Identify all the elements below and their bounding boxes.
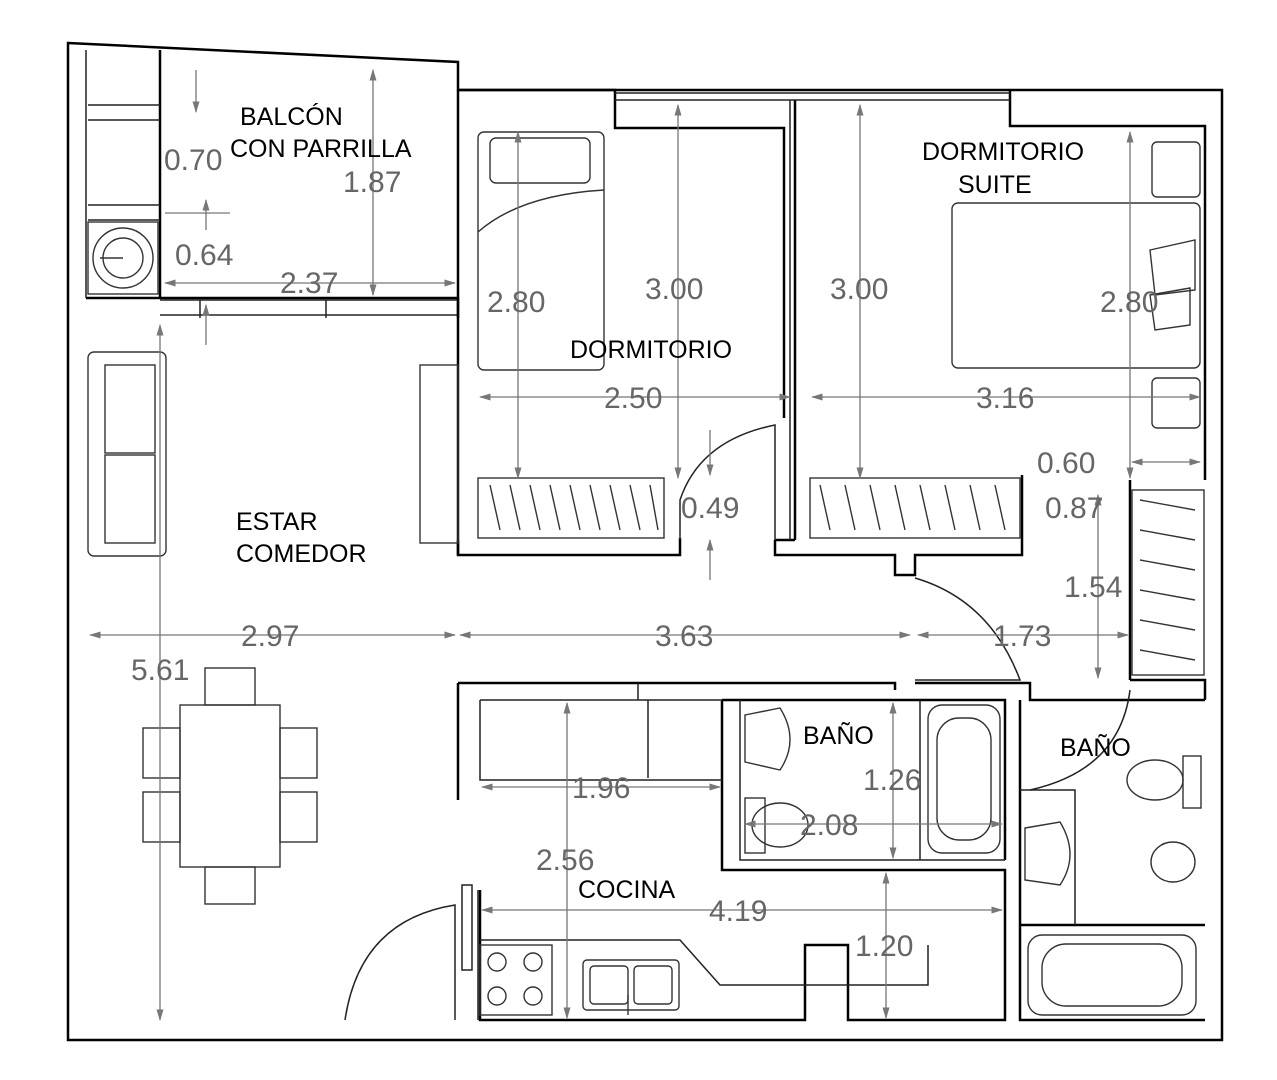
dim-label: 0.49 [681,492,739,525]
dimension-labels: 0.70 1.87 0.64 2.37 2.80 3.00 2.50 3.00 … [131,144,1158,963]
kitchen-counter [461,683,929,1020]
balcony-sink-icon [87,221,159,295]
dim-label: 3.00 [645,273,703,306]
label-bano-1: BAÑO [803,721,874,750]
label-balcon-2: CON PARRILLA [230,135,412,163]
furniture [87,131,1205,1016]
dim-label: 2.50 [604,382,662,415]
door-dormitorio [679,424,776,540]
bano2-fixtures-icon [1024,755,1202,1016]
bano-walls [456,681,1205,1022]
corridor-walls [456,475,1024,577]
dim-label: 2.80 [1100,286,1158,319]
closet-icon [1131,489,1205,676]
dimension-lines [88,68,1202,1022]
dim-label: 0.70 [164,144,222,177]
dim-label: 1.26 [863,764,921,797]
walls [66,41,1224,1042]
label-estar-1: ESTAR [236,508,318,536]
stove-icon [479,944,553,1016]
dim-label: 2.08 [800,809,858,842]
dim-label: 1.87 [343,166,401,199]
dormitorio-walls [456,88,786,557]
room-labels: BALCÓN CON PARRILLA DORMITORIO DORMITORI… [230,102,1131,904]
balcony-sliding-door [160,299,458,318]
label-balcon-1: BALCÓN [240,102,343,131]
wardrobe-suite-icon [809,477,1021,539]
window-top [615,92,1010,540]
label-bano-2: BAÑO [1060,733,1131,762]
dining-table-icon [142,667,318,905]
suite-walls [775,90,1207,700]
bano-partition [739,700,1076,925]
dim-label: 1.54 [1064,571,1122,604]
door-entrance [344,904,456,1021]
dim-label: 3.63 [655,620,713,653]
wardrobe-dormitorio-icon [477,477,665,539]
dim-label: 0.60 [1037,447,1095,480]
dim-label: 2.56 [536,844,594,877]
balcony-rail [85,50,160,298]
dim-label: 1.20 [855,930,913,963]
dim-label: 2.80 [487,286,545,319]
dim-label: 3.16 [976,382,1034,415]
doors [344,424,1131,1021]
sofa-icon [87,351,167,557]
label-dormitorio: DORMITORIO [570,336,732,364]
tv-unit-icon [419,364,459,544]
dim-label: 1.96 [572,772,630,805]
single-bed-icon [477,131,605,371]
dim-label: 0.64 [175,239,233,272]
label-suite-2: SUITE [958,171,1032,199]
door-bano-2 [1029,689,1131,791]
dim-label: 1.73 [993,620,1051,653]
dim-label: 2.37 [280,267,338,300]
kitchen-sink-icon [582,959,680,1015]
dim-label: 3.00 [830,273,888,306]
dim-label: 0.87 [1045,492,1103,525]
double-bed-icon [951,141,1201,429]
label-cocina: COCINA [578,876,676,904]
dim-label: 2.97 [241,620,299,653]
label-estar-2: COMEDOR [236,540,367,568]
door-bano-suite [914,577,1022,681]
balcony-wall [86,50,460,318]
dim-label: 5.61 [131,654,189,687]
outer-wall [66,41,1224,1042]
dim-label: 4.19 [709,895,767,928]
label-suite-1: DORMITORIO [922,138,1084,166]
